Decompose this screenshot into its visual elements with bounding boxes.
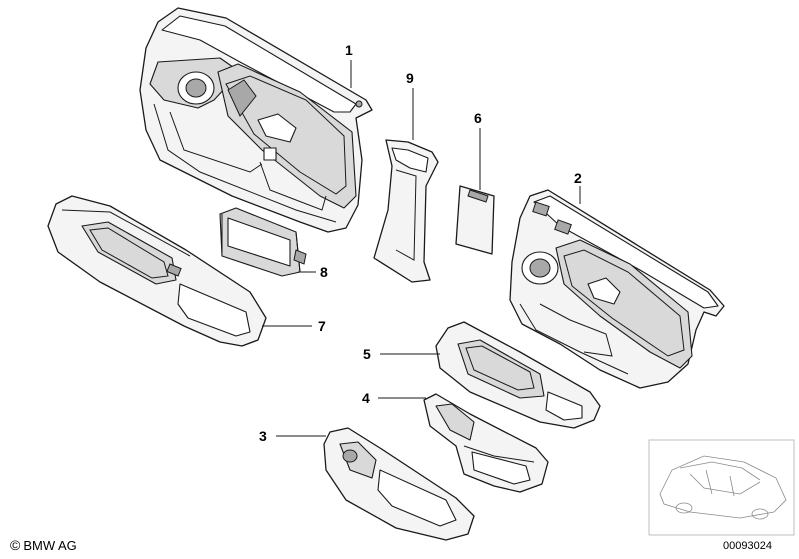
callout-8: 8 <box>320 264 328 280</box>
front-armrest-trim[interactable] <box>47 195 267 347</box>
copyright-symbol: © <box>10 537 21 553</box>
callout-3: 3 <box>259 428 267 444</box>
b-pillar-trim[interactable] <box>373 139 439 283</box>
copyright-text: BMW AG <box>23 538 77 553</box>
rear-door-trim-panel[interactable] <box>509 189 725 389</box>
callout-1: 1 <box>345 42 353 58</box>
copyright-notice: ©BMW AG <box>10 537 77 553</box>
sound-insulation-panel[interactable] <box>455 185 495 255</box>
rear-door-pocket[interactable] <box>423 393 549 493</box>
callout-5: 5 <box>363 346 371 362</box>
diagram-number: 00093024 <box>723 540 772 552</box>
callout-7: 7 <box>318 318 326 334</box>
callout-9: 9 <box>406 70 414 86</box>
callout-2: 2 <box>574 170 582 186</box>
rear-armrest-trim[interactable] <box>435 321 601 429</box>
front-door-trim-panel[interactable] <box>139 7 373 233</box>
vehicle-locator-thumbnail <box>648 439 795 536</box>
callout-6: 6 <box>474 110 482 126</box>
front-door-pocket-trim[interactable] <box>323 427 475 541</box>
callout-4: 4 <box>362 390 370 406</box>
